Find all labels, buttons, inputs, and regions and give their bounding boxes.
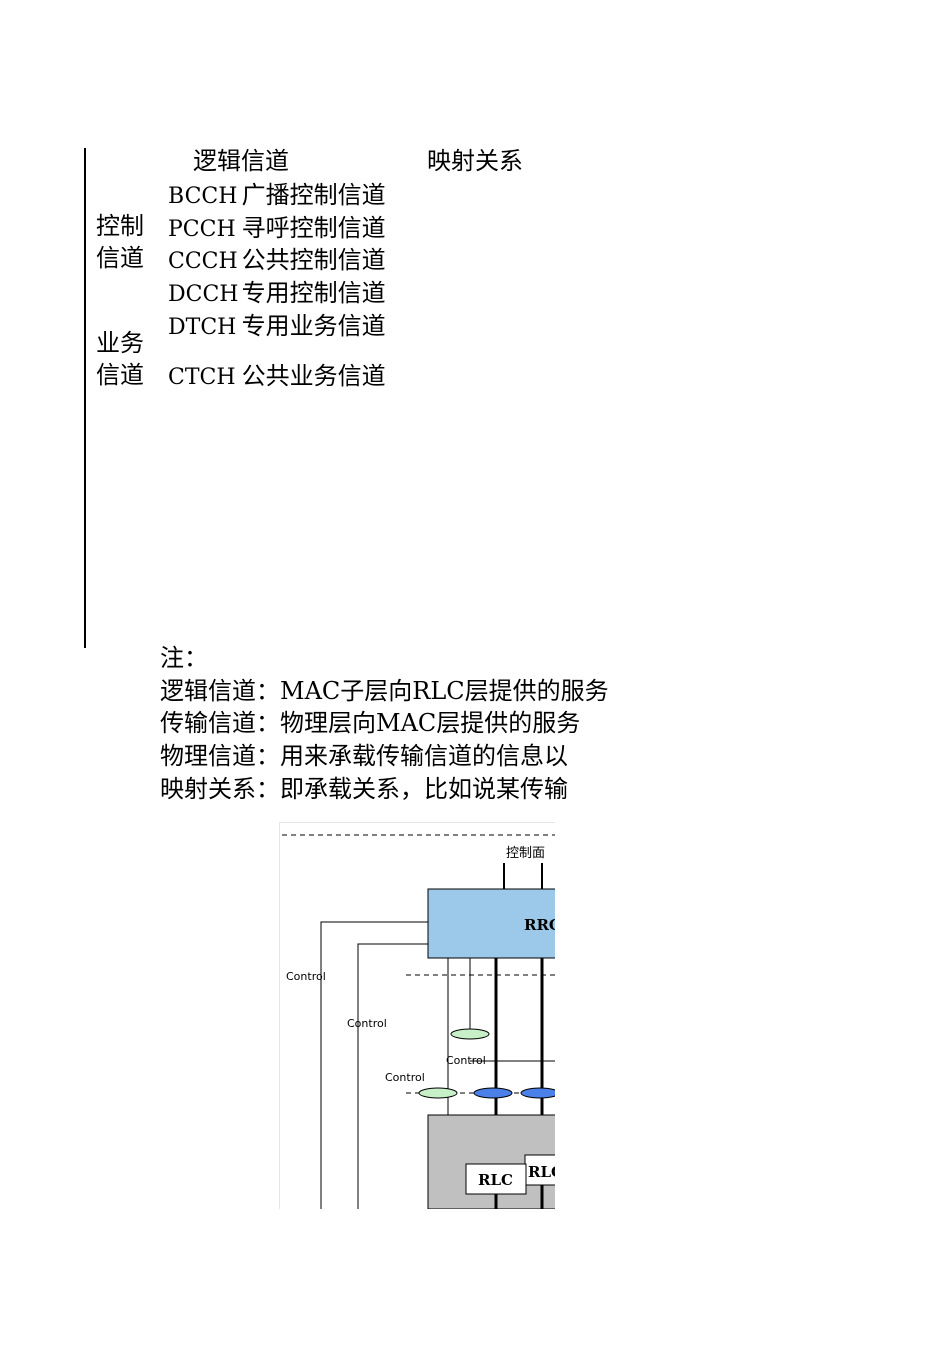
group-label-line2: 信道 bbox=[96, 244, 144, 272]
group-label-line1: 业务 bbox=[96, 329, 144, 357]
control-line bbox=[320, 921, 428, 1209]
group-label-line2: 信道 bbox=[96, 361, 144, 389]
table-left-border bbox=[84, 148, 86, 648]
table-row: BCCH 广播控制信道 bbox=[168, 180, 386, 212]
channel-code: PCCH bbox=[168, 217, 236, 242]
rlc-label: RLC bbox=[528, 1163, 555, 1181]
header-mapping: 映射关系 bbox=[427, 147, 523, 175]
table-row: CTCH 公共业务信道 bbox=[168, 361, 386, 393]
channel-name: 专用业务信道 bbox=[241, 312, 386, 340]
channel-name: 公共控制信道 bbox=[241, 246, 386, 274]
note-line: 映射关系：即承载关系，比如说某传输 bbox=[160, 775, 568, 803]
sap-green bbox=[418, 1087, 458, 1099]
table-row: DTCH 专用业务信道 bbox=[168, 311, 386, 343]
header-logical-channel: 逻辑信道 bbox=[193, 147, 289, 175]
note-line: 逻辑信道：MAC子层向RLC层提供的服务 bbox=[160, 677, 609, 705]
group-control-channel: 控制 信道 bbox=[96, 210, 144, 274]
table-row: CCCH 公共控制信道 bbox=[168, 245, 386, 277]
channel-name: 广播控制信道 bbox=[241, 181, 386, 209]
channel-name: 寻呼控制信道 bbox=[241, 214, 386, 242]
channel-name: 公共业务信道 bbox=[241, 362, 386, 390]
control-line bbox=[357, 943, 428, 1209]
control-label: Control bbox=[385, 1071, 425, 1084]
rlc-box bbox=[524, 1154, 555, 1186]
sap-blue bbox=[473, 1087, 513, 1099]
channel-code: DCCH bbox=[168, 282, 239, 307]
note-line: 传输信道：物理层向MAC层提供的服务 bbox=[160, 709, 581, 737]
channel-code: DTCH bbox=[168, 315, 237, 340]
sap-blue bbox=[520, 1087, 555, 1099]
rlc-label: RLC bbox=[478, 1171, 513, 1189]
diagram-canvas: 控制面 RRC Control Control Control Control bbox=[282, 834, 555, 1209]
control-label: Control bbox=[347, 1017, 387, 1030]
group-label-line1: 控制 bbox=[96, 212, 144, 240]
group-traffic-channel: 业务 信道 bbox=[96, 327, 144, 391]
channel-code: CCCH bbox=[168, 249, 238, 274]
control-label: Control bbox=[446, 1054, 486, 1067]
channel-code: CTCH bbox=[168, 365, 236, 390]
protocol-stack-diagram: 控制面 RRC Control Control Control Control bbox=[279, 822, 555, 1209]
channel-code: BCCH bbox=[168, 184, 238, 209]
rrc-label: RRC bbox=[524, 916, 555, 934]
table-row: PCCH 寻呼控制信道 bbox=[168, 213, 386, 245]
table-row: DCCH 专用控制信道 bbox=[168, 278, 386, 310]
note-line: 物理信道：用来承载传输信道的信息以 bbox=[160, 742, 568, 770]
control-plane-label: 控制面 bbox=[506, 846, 545, 861]
sap-green bbox=[450, 1028, 490, 1040]
rlc-box bbox=[465, 1163, 527, 1195]
channel-name: 专用控制信道 bbox=[241, 279, 386, 307]
notes-title: 注： bbox=[160, 644, 208, 672]
rrc-box bbox=[427, 888, 555, 959]
control-label: Control bbox=[286, 970, 326, 983]
